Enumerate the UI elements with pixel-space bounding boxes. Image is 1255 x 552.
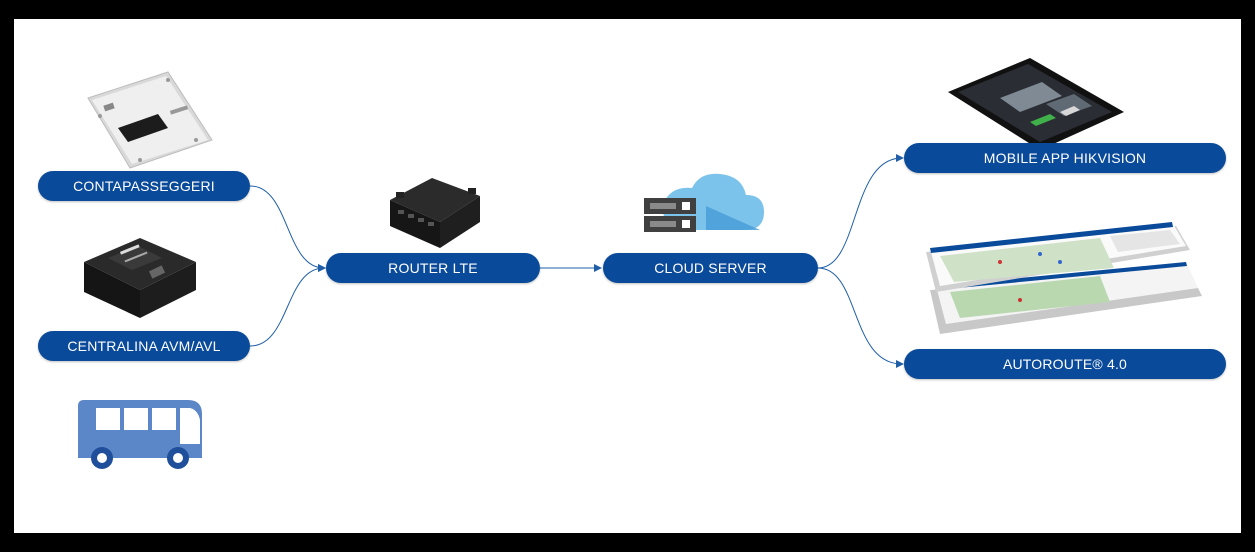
arrow-centralina-router	[249, 264, 326, 347]
smartphone	[948, 58, 1124, 150]
cloud-server-label: CLOUD SERVER	[603, 253, 818, 283]
mobile-app-label: MOBILE APP HIKVISION	[904, 143, 1226, 173]
arrow-cloud-autoroute	[817, 267, 904, 368]
contapasseggeri-label: CONTAPASSEGGERI	[38, 171, 250, 201]
avm-avl-unit	[84, 238, 196, 318]
bus-icon	[78, 400, 202, 469]
centralina-label: CENTRALINA AVM/AVL	[38, 331, 250, 361]
router-label: ROUTER LTE	[326, 253, 540, 283]
cloud-icon	[662, 173, 764, 230]
passenger-counter-device	[87, 71, 213, 169]
web-dashboard	[926, 222, 1202, 334]
arrow-cloud-mobile	[817, 154, 904, 269]
autoroute-label: AUTOROUTE® 4.0	[904, 349, 1226, 379]
lte-router	[390, 178, 480, 248]
arrow-contapasseggeri-router	[249, 185, 326, 272]
server-icon	[644, 198, 696, 232]
